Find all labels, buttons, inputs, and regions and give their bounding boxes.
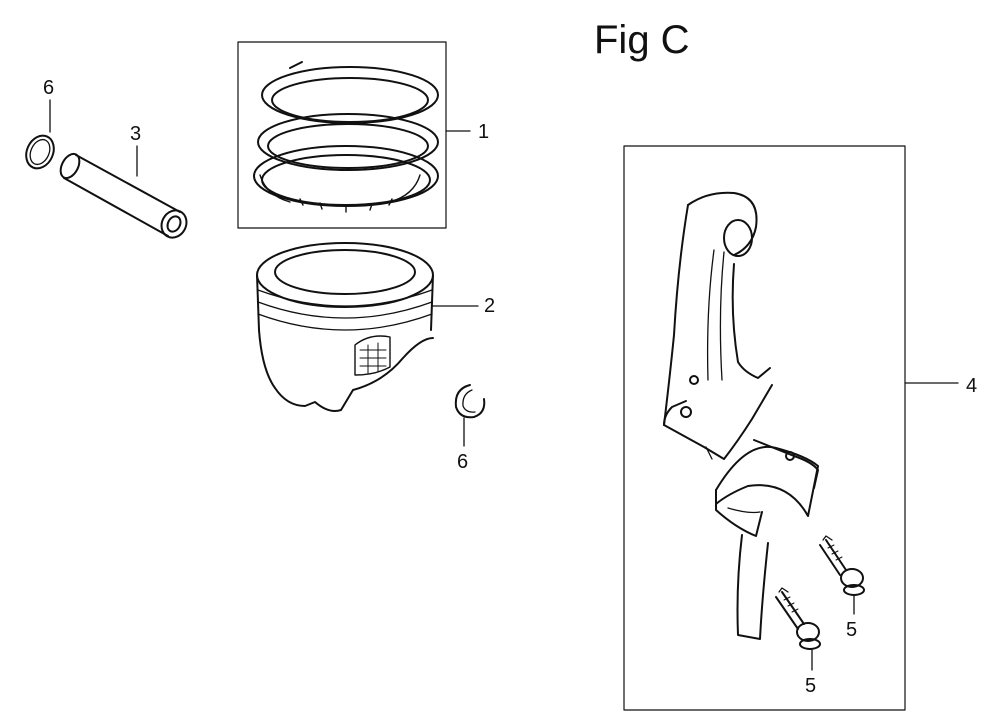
connecting-rod-upper — [663, 191, 773, 460]
callout-6-pin-clip-left: 6 — [43, 77, 55, 99]
piston-pin — [59, 145, 188, 239]
pin-clip-right — [454, 384, 486, 447]
fig-title: Fig C — [594, 18, 690, 62]
second-ring — [257, 113, 439, 171]
rod-bolt-lower — [775, 587, 821, 671]
callout-2-piston: 2 — [484, 295, 496, 317]
rod-bolt-upper — [819, 535, 865, 615]
callout-4-connecting-rod: 4 — [966, 375, 978, 397]
pin-clip-left — [25, 99, 55, 170]
piston-rings-group — [237, 41, 471, 229]
callout-1-piston-rings: 1 — [478, 121, 490, 143]
top-ring — [261, 61, 439, 124]
callout-5-rod-bolt-upper: 5 — [846, 619, 858, 641]
connecting-rod-cap — [715, 439, 819, 640]
oil-ring — [253, 145, 439, 213]
piston-rings-box — [237, 41, 447, 229]
callout-5-rod-bolt-lower: 5 — [805, 675, 817, 697]
callout-6-pin-clip-right: 6 — [457, 451, 469, 473]
piston — [256, 242, 479, 412]
connecting-rod-assembly — [623, 145, 959, 711]
callout-3-piston-pin: 3 — [130, 123, 142, 145]
connecting-rod-box — [623, 145, 906, 711]
